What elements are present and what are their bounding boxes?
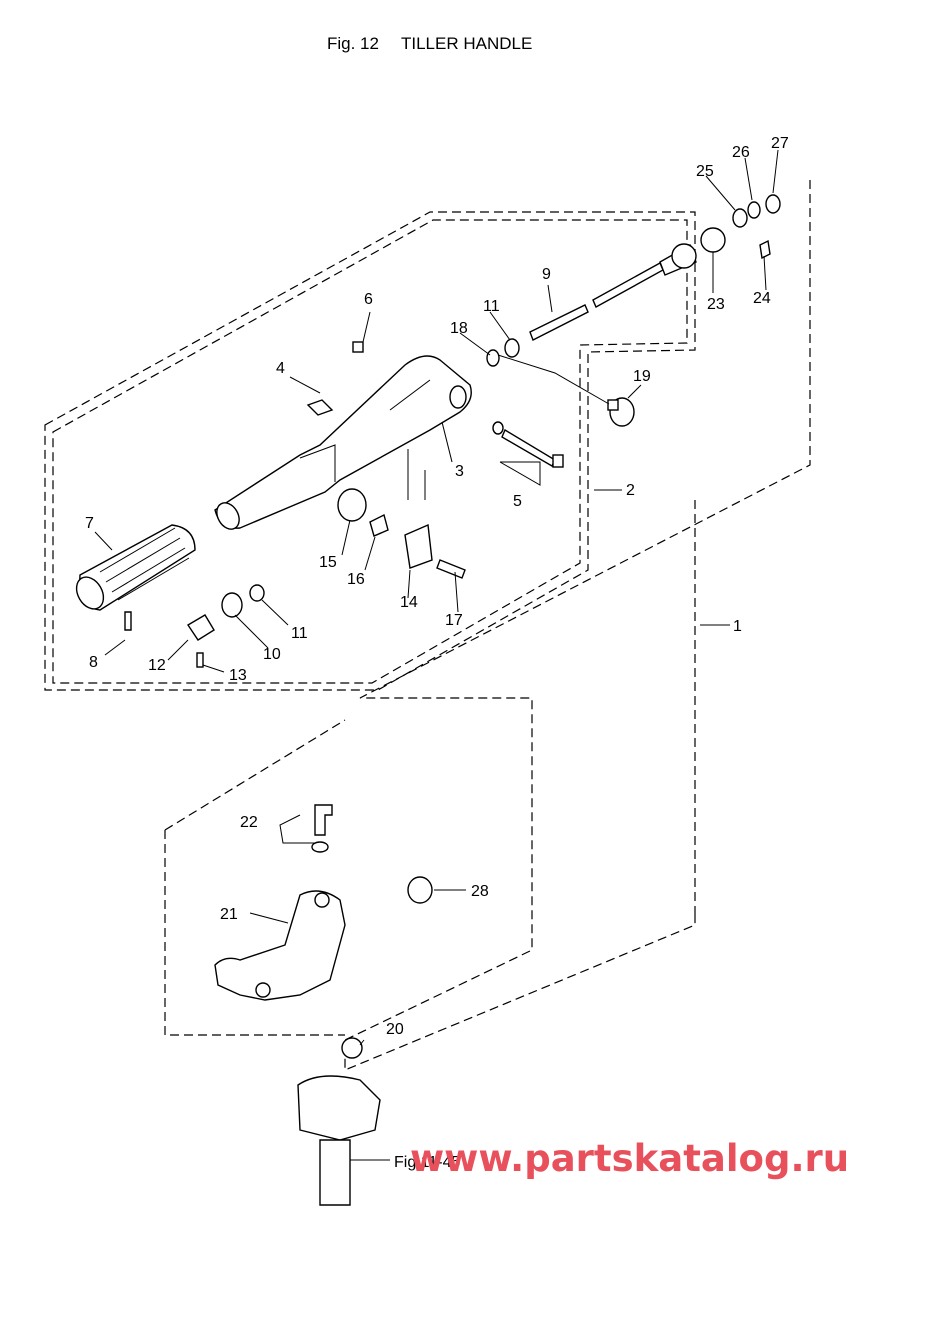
spring-part-16 <box>369 513 389 537</box>
nut-part-6 <box>352 341 364 353</box>
screw-part-8 <box>124 611 132 631</box>
callout-11-lower: 11 <box>291 625 308 642</box>
figure-number: Fig. 12 <box>327 34 379 53</box>
callout-23: 23 <box>707 296 725 313</box>
callout-18: 18 <box>450 320 468 337</box>
pin-part-24 <box>759 239 771 260</box>
friction-parts <box>337 488 466 579</box>
callout-19: 19 <box>633 368 651 385</box>
callout-25: 25 <box>696 163 714 180</box>
bushing-part-11-lower <box>249 584 265 602</box>
figure-title: Fig. 12 TILLER HANDLE <box>327 34 532 54</box>
swivel-reference-part <box>297 1075 381 1206</box>
collar-part-10 <box>221 592 243 618</box>
callout-13: 13 <box>229 667 247 684</box>
group-outlines <box>44 180 811 1071</box>
bolt-part-22 <box>314 804 333 836</box>
plug-part-28 <box>407 876 433 904</box>
callout-27: 27 <box>771 135 789 152</box>
bushing-part-11-top <box>504 338 520 358</box>
callout-5: 5 <box>513 493 522 510</box>
outline-assembly-main <box>344 180 811 1071</box>
outline-bracket-group <box>164 500 696 1036</box>
cap-part-27 <box>765 194 781 214</box>
figure-reference-label: Fig.11-45 <box>394 1154 461 1171</box>
callout-22: 22 <box>240 814 258 831</box>
callout-24: 24 <box>753 290 771 307</box>
pad-part-4 <box>306 399 334 416</box>
lower-bracket-group <box>214 804 433 1059</box>
washer-part-20 <box>341 1037 363 1059</box>
callout-21: 21 <box>220 906 238 923</box>
callout-15: 15 <box>319 554 337 571</box>
callout-7: 7 <box>85 515 94 532</box>
bushing-part-25 <box>732 208 748 228</box>
washer-part-26 <box>747 201 761 219</box>
callout-20: 20 <box>386 1021 404 1038</box>
callout-4: 4 <box>276 360 285 377</box>
bracket-part-14 <box>404 523 433 569</box>
callout-17: 17 <box>445 612 463 629</box>
callout-28: 28 <box>471 883 489 900</box>
figure-name: TILLER HANDLE <box>400 34 533 53</box>
throttle-gear-group <box>700 194 781 260</box>
callout-12: 12 <box>148 657 166 674</box>
bracket-part-21 <box>214 890 346 1001</box>
leader-lines <box>94 149 779 1161</box>
callout-2: 2 <box>626 482 635 499</box>
callout-10: 10 <box>263 646 281 663</box>
gear-part-23 <box>700 227 726 253</box>
handle-small-parts <box>124 584 265 668</box>
tiller-arm-part-3 <box>214 355 472 530</box>
bolt-part-5 <box>492 421 564 468</box>
outline-assembly-2 <box>52 219 688 684</box>
callout-1: 1 <box>733 618 742 635</box>
callout-14: 14 <box>400 594 418 611</box>
callout-6: 6 <box>364 291 373 308</box>
callout-8: 8 <box>89 654 98 671</box>
outline-assembly-1 <box>44 211 696 691</box>
callout-16: 16 <box>347 571 365 588</box>
shaft-part-9 <box>529 243 697 341</box>
washer-part-18 <box>486 349 500 367</box>
callout-11-top: 11 <box>483 298 500 315</box>
callout-9: 9 <box>542 266 551 283</box>
callout-3: 3 <box>455 463 464 480</box>
block-part-12 <box>187 614 215 641</box>
callout-26: 26 <box>732 144 750 161</box>
grip-part-7 <box>75 524 196 611</box>
watermark-text: www.partskatalog.ru <box>410 1137 849 1180</box>
screw-part-17 <box>436 559 466 579</box>
knob-part-19 <box>607 397 635 427</box>
callout-labels: 1 2 3 4 5 6 7 8 9 10 11 11 12 13 14 15 1… <box>85 135 789 1038</box>
pin-part-13 <box>196 652 204 668</box>
cap-part-15 <box>337 488 367 522</box>
